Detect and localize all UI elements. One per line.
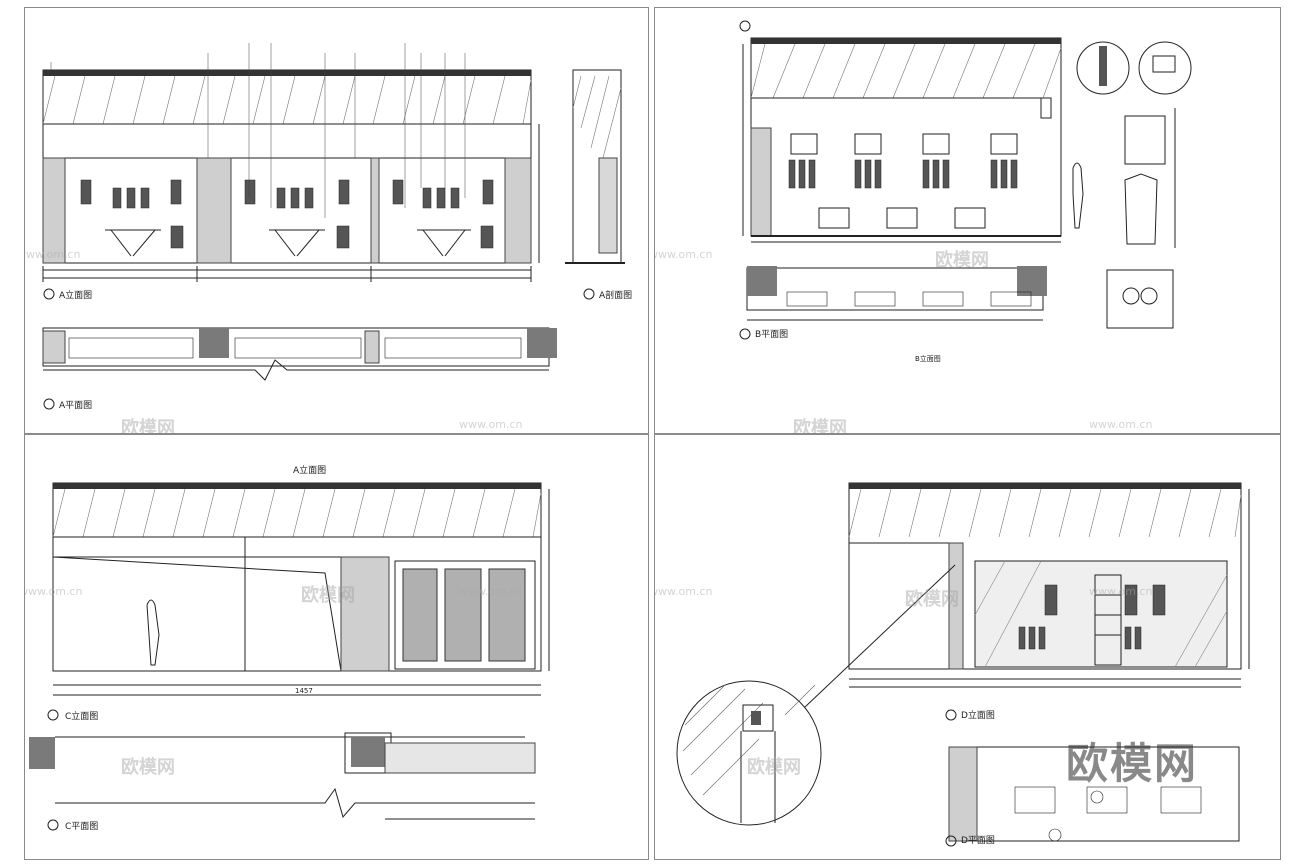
dimension-total: 1457 [295, 687, 313, 695]
sheet-bottom-right: D立面图 D平面图 www.om.cn www.om.cn 欧模网 欧模网 [654, 434, 1281, 860]
watermark-brand: 欧模网 [121, 757, 175, 778]
elevation-a-drawing [42, 43, 625, 410]
sheet-bottom-left: A立面图 1457 C立面图 C平面图 www.om.cn www.om.cn … [24, 434, 649, 860]
watermark-brand: 欧模网 [121, 418, 175, 434]
watermark-url: www.om.cn [1089, 585, 1153, 598]
section-a-title: A剖面图 [599, 291, 633, 301]
plan-c-title: C平面图 [65, 822, 99, 832]
watermark-brand: 欧模网 [747, 757, 801, 778]
elevation-a-top-title: A立面图 [293, 466, 327, 476]
sheet-top-right: B平面图 B立面图 www.om.cn www.om.cn 欧模网 欧模网 [654, 7, 1281, 434]
plan-b-title: B平面图 [755, 330, 789, 340]
watermark-url: www.om.cn [25, 248, 81, 261]
watermark-url: www.om.cn [654, 585, 713, 598]
watermark-brand: 欧模网 [301, 585, 355, 606]
watermark-url: www.om.cn [459, 418, 523, 431]
elevation-b-title: B立面图 [915, 355, 941, 363]
watermark-logo: 欧模网 [1066, 739, 1199, 788]
elevation-d-title: D立面图 [961, 711, 995, 721]
elevation-d-drawing [676, 482, 1250, 847]
elevation-c-title: C立面图 [65, 712, 99, 722]
elevation-b-drawing [739, 20, 1192, 340]
sheet-top-left: A立面图 A剖面图 A平面图 www.om.cn www.om.cn 欧模网 [24, 7, 649, 434]
watermark-url: www.om.cn [1089, 418, 1153, 431]
watermark-brand: 欧模网 [793, 418, 847, 434]
watermark-url: www.om.cn [459, 585, 523, 598]
elevation-a-title: A立面图 [59, 291, 93, 301]
plan-a-title: A平面图 [59, 401, 93, 411]
watermark-url: www.om.cn [654, 248, 713, 261]
elevation-c-drawing [29, 482, 550, 831]
plan-d-title: D平面图 [961, 836, 995, 846]
watermark-brand: 欧模网 [935, 250, 989, 271]
watermark-brand: 欧模网 [905, 589, 959, 610]
watermark-url: www.om.cn [24, 585, 83, 598]
